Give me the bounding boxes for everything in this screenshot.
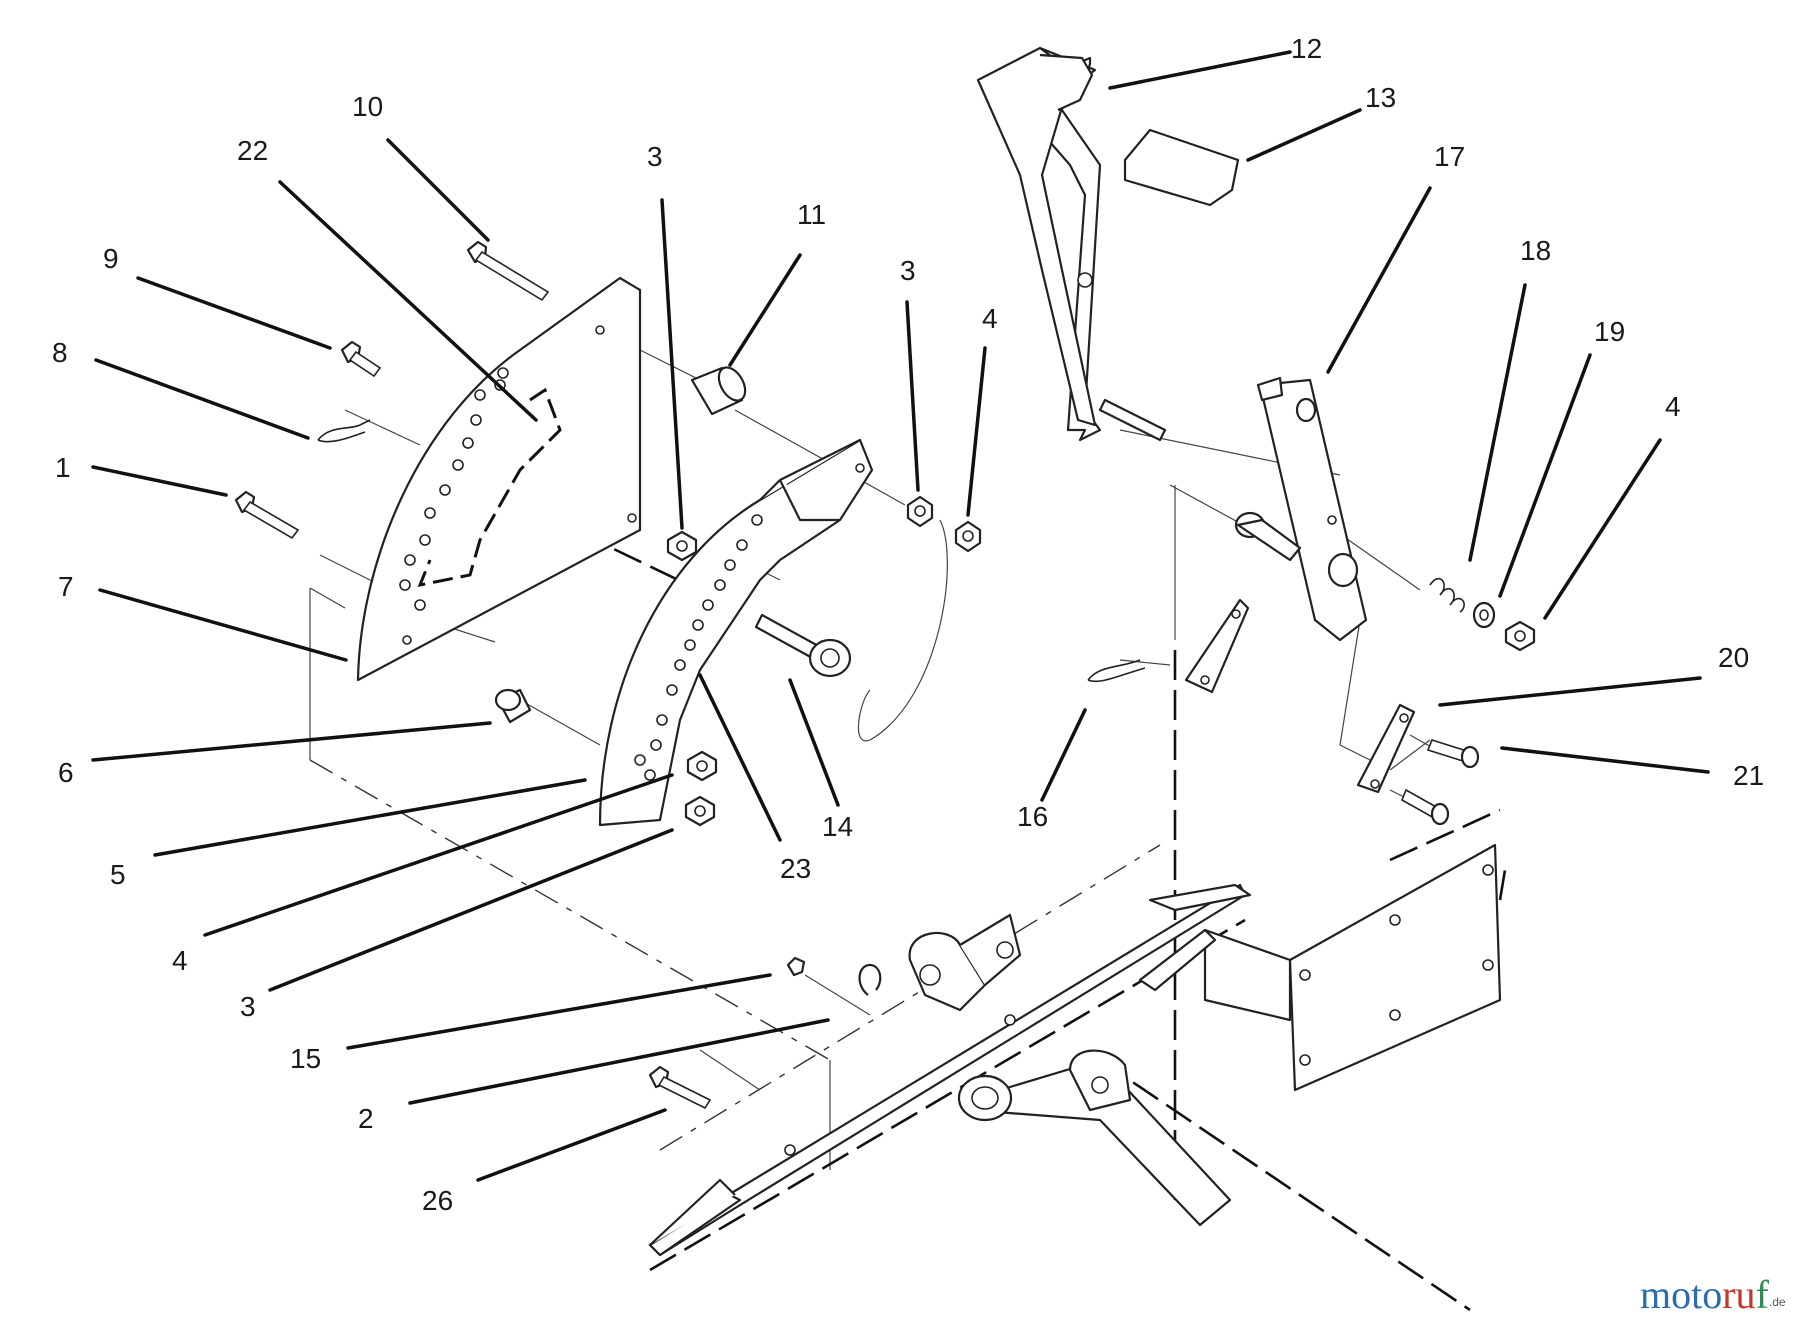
watermark-logo: motoruf.de (1640, 1272, 1786, 1317)
pedal-pad-12 (1039, 53, 1094, 112)
spacer-11 (690, 366, 747, 416)
callout-15: 15 (290, 1043, 321, 1074)
leader-23 (698, 673, 782, 842)
leader-19 (1498, 353, 1592, 598)
leader-20 (1438, 676, 1702, 707)
leader-16 (1040, 708, 1087, 802)
nut-4-middle (954, 520, 982, 553)
leader-3b (905, 300, 920, 492)
leader-1 (91, 465, 228, 497)
leader-5 (153, 778, 587, 857)
callout-9: 9 (103, 243, 119, 274)
brake-pedal (976, 46, 1102, 442)
callout-23: 23 (780, 853, 811, 884)
cotter-pin-16 (1087, 659, 1146, 683)
nut-4-right (1504, 620, 1536, 652)
callout-6: 6 (58, 757, 74, 788)
callout-14: 14 (822, 811, 853, 842)
callout-4-middle: 4 (982, 303, 998, 334)
bolt-10 (466, 240, 550, 302)
nut-3-left (666, 530, 698, 562)
callout-12: 12 (1291, 33, 1322, 64)
callout-16: 16 (1017, 801, 1048, 832)
leader-17 (1326, 186, 1432, 374)
callout-10: 10 (352, 91, 383, 122)
link-plate-20 (1356, 703, 1416, 794)
leader-18 (1468, 283, 1527, 562)
leader-11 (728, 253, 802, 367)
bolt-1 (234, 490, 300, 540)
callout-3-bottom: 3 (240, 991, 256, 1022)
cotter-pin-8 (317, 419, 371, 443)
bolt-9 (340, 340, 382, 378)
callout-1: 1 (55, 452, 71, 483)
leader-14 (788, 678, 840, 807)
leader-13 (1246, 108, 1362, 162)
callout-22: 22 (237, 135, 268, 166)
nut-3-middle (906, 495, 934, 528)
bolt-21 (1400, 739, 1480, 826)
callout-18: 18 (1520, 235, 1551, 266)
callout-3-top: 3 (647, 141, 663, 172)
retaining-ring-2 (858, 963, 882, 996)
callout-4-right: 4 (1665, 391, 1681, 422)
callout-3-middle: 3 (900, 255, 916, 286)
pedal-pivot-pin (1098, 398, 1167, 442)
leader-4l (203, 773, 674, 937)
link-plate-16 (1184, 598, 1250, 694)
leader-12 (1108, 50, 1292, 90)
frame-assembly (648, 843, 1502, 1257)
leader-15 (346, 973, 772, 1050)
leader-9 (136, 276, 332, 350)
pedal-pad-13 (1123, 128, 1240, 207)
svg-text:motoruf.de: motoruf.de (1640, 1272, 1786, 1317)
sector-plate-holes (399, 325, 637, 645)
lever-pin (1234, 511, 1302, 562)
cable-guide-outline (417, 387, 562, 588)
adjustment-bracket-holes (634, 463, 865, 781)
callout-20: 20 (1718, 642, 1749, 673)
callout-5: 5 (110, 859, 126, 890)
nut-4-left (686, 750, 718, 782)
leader-6 (91, 721, 492, 762)
callout-13: 13 (1365, 82, 1396, 113)
brake-lever (1256, 376, 1368, 642)
callout-8: 8 (52, 337, 68, 368)
leader-10 (386, 138, 490, 242)
bolt-26 (648, 1065, 712, 1110)
leader-7 (98, 588, 348, 662)
sector-plate (356, 276, 642, 682)
leader-lines (91, 50, 1710, 1182)
leader-26 (476, 1108, 667, 1182)
clevis-pin-14 (754, 613, 852, 678)
callout-7: 7 (58, 571, 74, 602)
lanyard-wire (857, 519, 948, 742)
callout-2: 2 (358, 1103, 374, 1134)
callout-26: 26 (422, 1185, 453, 1216)
adjustment-bracket (598, 438, 874, 827)
leader-8 (94, 358, 310, 440)
leader-2 (408, 1018, 830, 1105)
callout-19: 19 (1594, 316, 1625, 347)
leader-4m (966, 346, 987, 517)
leader-22 (278, 180, 538, 422)
callout-17: 17 (1434, 141, 1465, 172)
leader-3c (268, 828, 674, 992)
leader-4r (1543, 438, 1662, 620)
nut-3-bottom (684, 795, 716, 827)
leader-21 (1500, 746, 1710, 774)
grease-fitting-15 (786, 956, 806, 977)
leader-3a (660, 198, 684, 530)
callout-11: 11 (797, 199, 826, 230)
callout-4-left: 4 (172, 945, 188, 976)
washer-19 (1472, 601, 1496, 629)
spring-18 (1429, 578, 1465, 613)
callout-21: 21 (1733, 760, 1764, 791)
spacer-6 (494, 688, 532, 724)
callout-labels: 12 13 17 18 19 4 20 21 16 10 22 3 11 3 4… (52, 33, 1764, 1216)
